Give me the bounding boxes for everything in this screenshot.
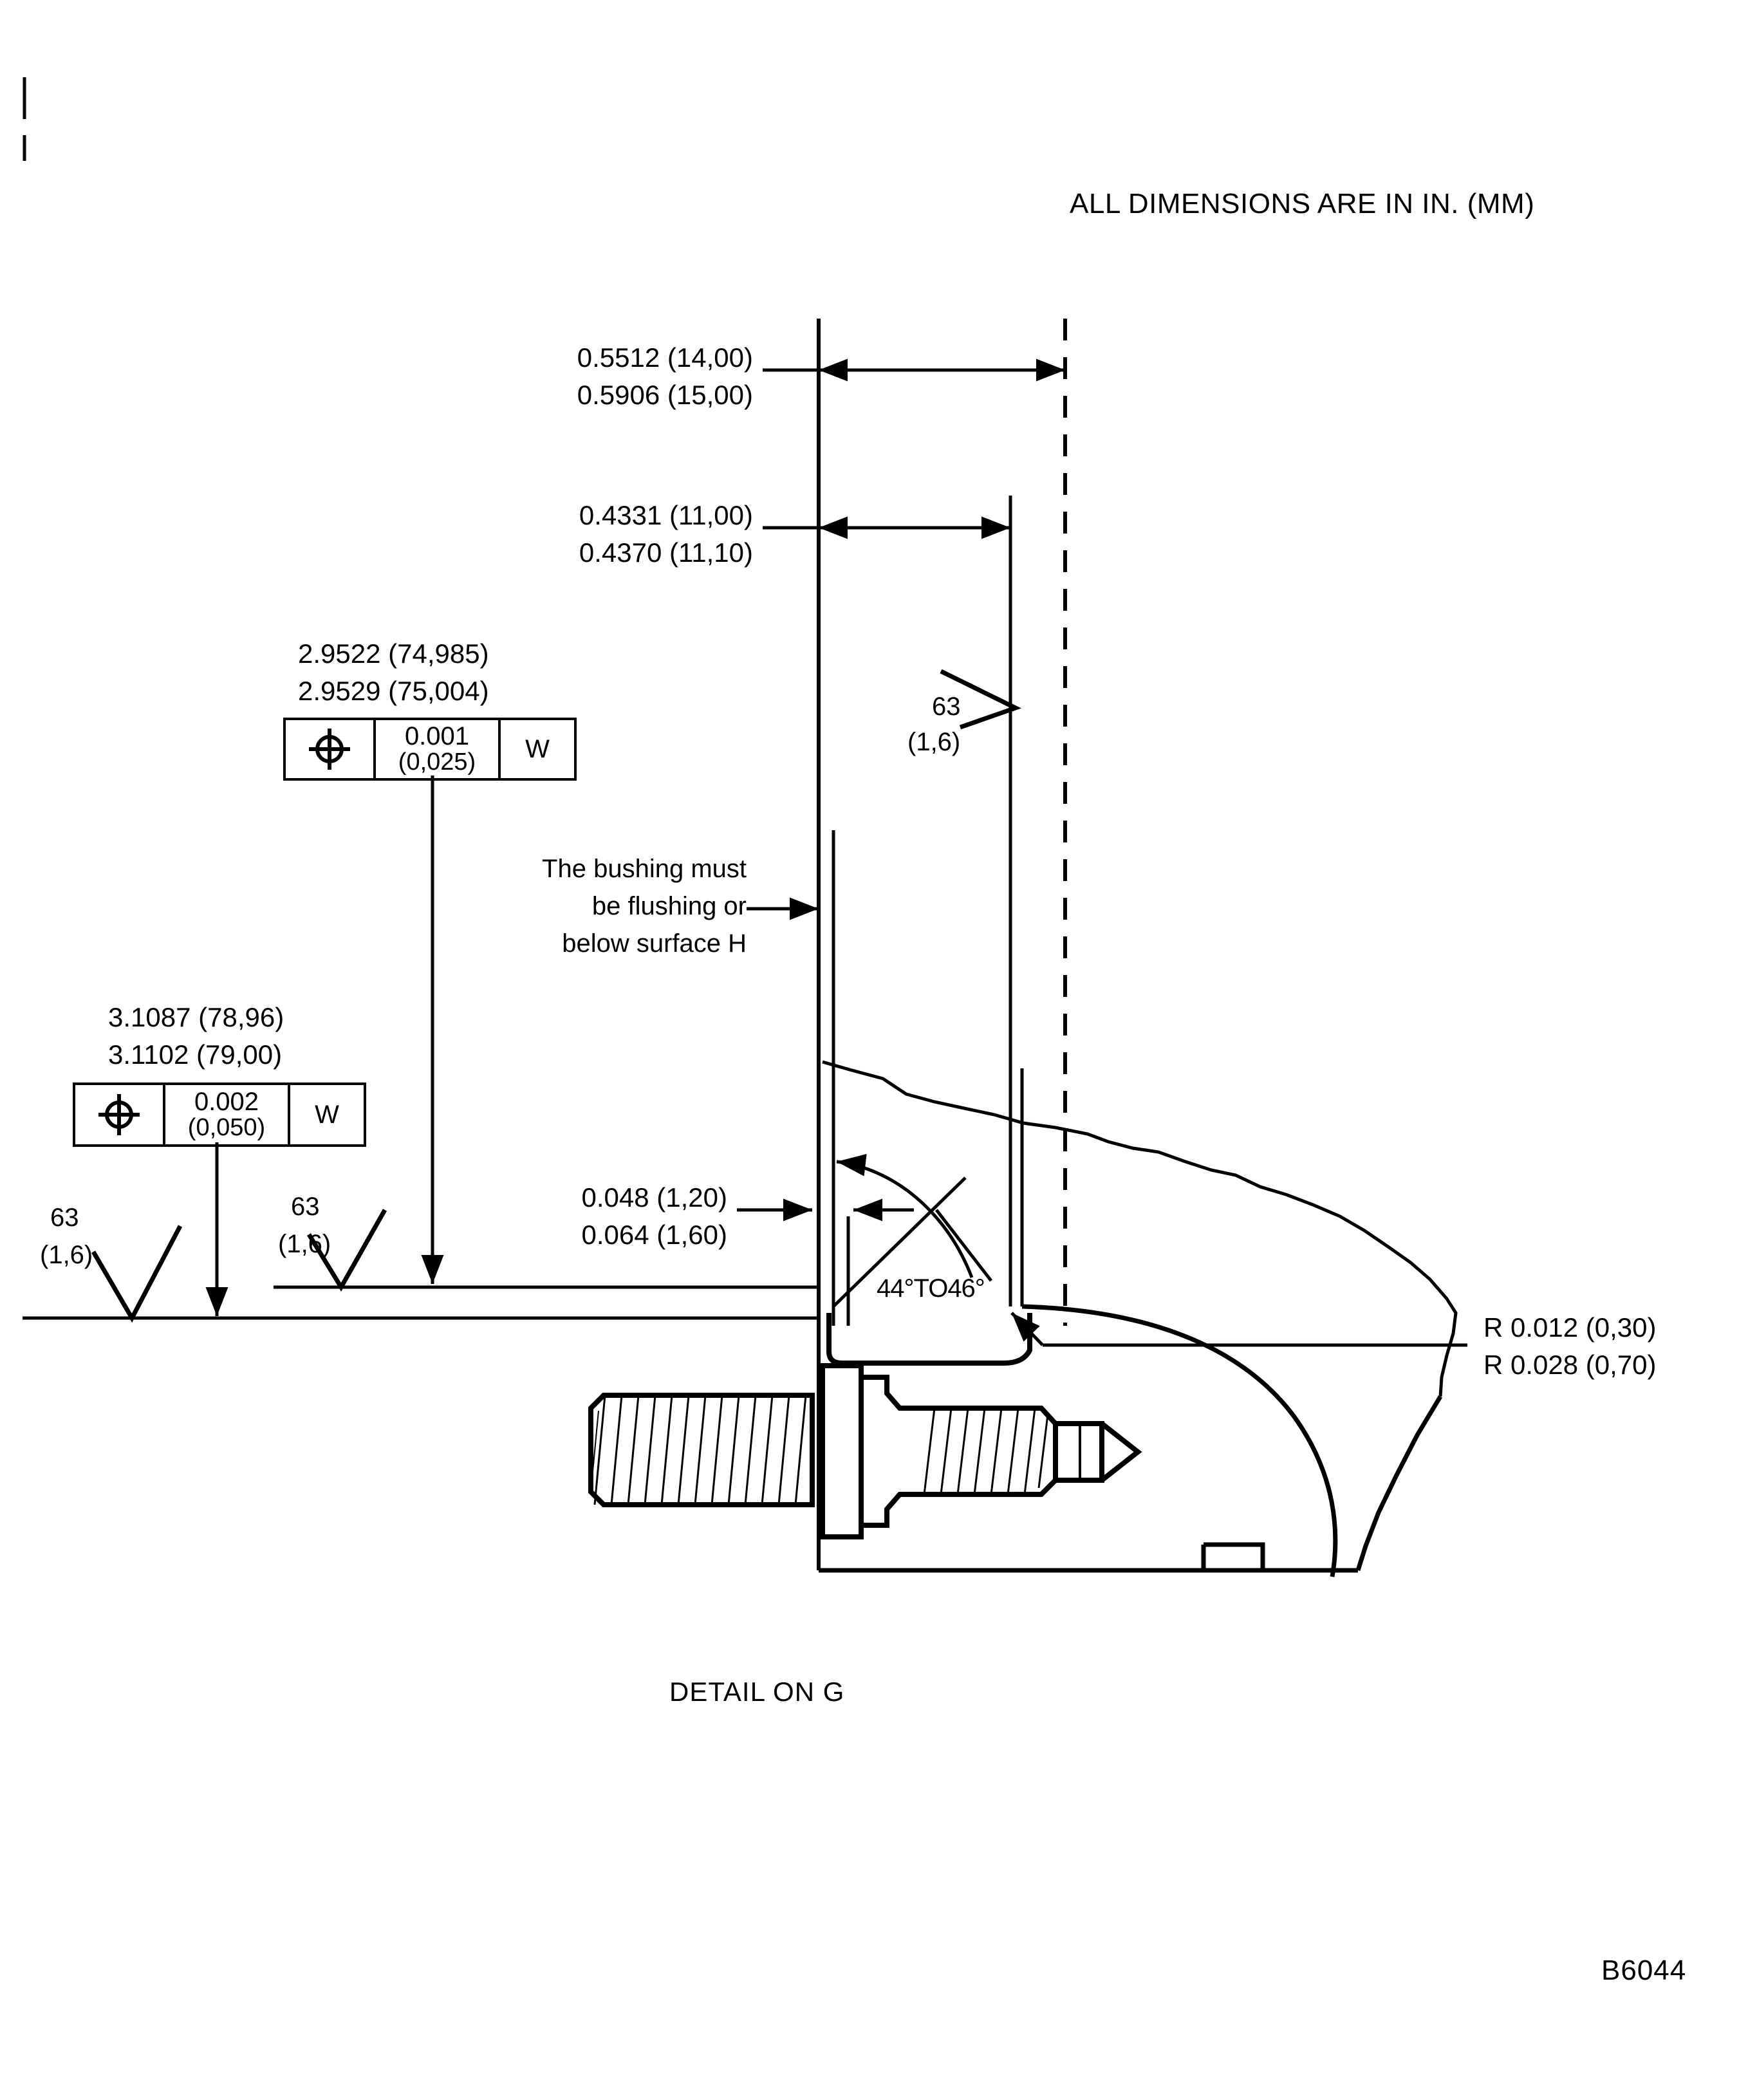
tolerance-value-lower: 0.002 (0,050) bbox=[165, 1085, 290, 1144]
part-body-outline bbox=[819, 1395, 1443, 1573]
surface-finish-left-metric: (1,6) bbox=[40, 1241, 93, 1269]
position-symbol-icon bbox=[98, 1094, 140, 1135]
dimension-chamfer-line-2: 0.064 (1,60) bbox=[581, 1220, 728, 1250]
vertical-reference-lines bbox=[817, 319, 1067, 1570]
feature-control-frame-lower: 0.002 (0,050) W bbox=[73, 1083, 366, 1147]
drawing-number: B6044 bbox=[1601, 1955, 1687, 1986]
tolerance-upper-inch: 0.001 bbox=[404, 722, 470, 751]
surface-finish-middle-value: 63 bbox=[291, 1193, 320, 1221]
dimension-top-2-line-1: 0.4331 (11,00) bbox=[579, 500, 753, 530]
stud-serration-lower bbox=[861, 1492, 927, 1528]
bushing-note-line-3: below surface H bbox=[562, 929, 747, 958]
datum-letter-upper: W bbox=[525, 734, 550, 763]
radius-callout-line-2: R 0.028 (0,70) bbox=[1483, 1350, 1657, 1380]
detail-caption: DETAIL ON G bbox=[669, 1677, 845, 1707]
dimension-top-2-line-2: 0.4370 (11,10) bbox=[579, 537, 753, 568]
angle-dimension-arc bbox=[832, 1153, 992, 1308]
surface-finish-symbol-middle bbox=[307, 1209, 387, 1292]
stud-flange-collar bbox=[820, 1363, 864, 1539]
bushing-note-line-1: The bushing must bbox=[542, 855, 747, 883]
surface-finish-right-metric: (1,6) bbox=[907, 728, 961, 756]
datum-letter-lower: W bbox=[315, 1100, 339, 1129]
stud-right-shank bbox=[927, 1406, 1058, 1497]
surface-lines bbox=[23, 1285, 819, 1320]
dimension-top-1-line-2: 0.5906 (15,00) bbox=[577, 380, 753, 410]
part-internal-arc bbox=[1021, 1304, 1338, 1577]
dimension-top-2 bbox=[763, 496, 1012, 1306]
stud-conical-point bbox=[1100, 1421, 1142, 1483]
dimension-bore-upper-line-2: 2.9529 (75,004) bbox=[298, 676, 489, 706]
bushing-note-line-2: be flushing or bbox=[591, 892, 747, 920]
surface-finish-left-value: 63 bbox=[50, 1203, 79, 1232]
dimension-chamfer-line-1: 0.048 (1,20) bbox=[581, 1182, 728, 1213]
datum-lower: W bbox=[290, 1085, 364, 1144]
part-break-contour bbox=[822, 1060, 1458, 1397]
dimension-bore-lower-line-2: 3.1102 (79,00) bbox=[108, 1039, 283, 1070]
tolerance-upper-metric: (0,025) bbox=[398, 748, 476, 776]
threaded-stud-assembly bbox=[588, 1363, 1142, 1539]
bushing-counterbore bbox=[826, 1313, 1032, 1366]
position-symbol-lower bbox=[75, 1085, 165, 1144]
tolerance-value-upper: 0.001 (0,025) bbox=[376, 720, 501, 778]
radius-callout-line-1: R 0.012 (0,30) bbox=[1483, 1312, 1657, 1343]
dimension-top-1-line-1: 0.5512 (14,00) bbox=[577, 342, 753, 373]
angle-dimension-label: 44°TO46° bbox=[877, 1274, 985, 1303]
surface-finish-symbol-left bbox=[91, 1225, 183, 1323]
thread-hatch-right bbox=[923, 1408, 1049, 1495]
feature-control-frame-upper: 0.001 (0,025) W bbox=[283, 718, 577, 781]
dimension-bore-lower-line-1: 3.1087 (78,96) bbox=[108, 1002, 284, 1032]
dimension-bore-upper-line-1: 2.9522 (74,985) bbox=[298, 638, 489, 669]
tolerance-lower-inch: 0.002 bbox=[194, 1088, 259, 1117]
stud-left-shank bbox=[588, 1393, 815, 1507]
surface-finish-symbol-right bbox=[940, 669, 1022, 730]
surface-finish-right-value: 63 bbox=[932, 692, 961, 721]
stud-serration-upper bbox=[861, 1375, 927, 1411]
tolerance-lower-metric: (0,050) bbox=[187, 1114, 266, 1142]
leader-radius-callout bbox=[1010, 1312, 1467, 1347]
thread-hatch-left bbox=[590, 1395, 807, 1505]
position-symbol-icon bbox=[309, 729, 350, 770]
datum-upper: W bbox=[501, 720, 574, 778]
position-symbol-upper bbox=[286, 720, 376, 778]
surface-finish-middle-metric: (1,6) bbox=[278, 1230, 331, 1258]
header-note: ALL DIMENSIONS ARE IN IN. (MM) bbox=[1070, 188, 1535, 219]
